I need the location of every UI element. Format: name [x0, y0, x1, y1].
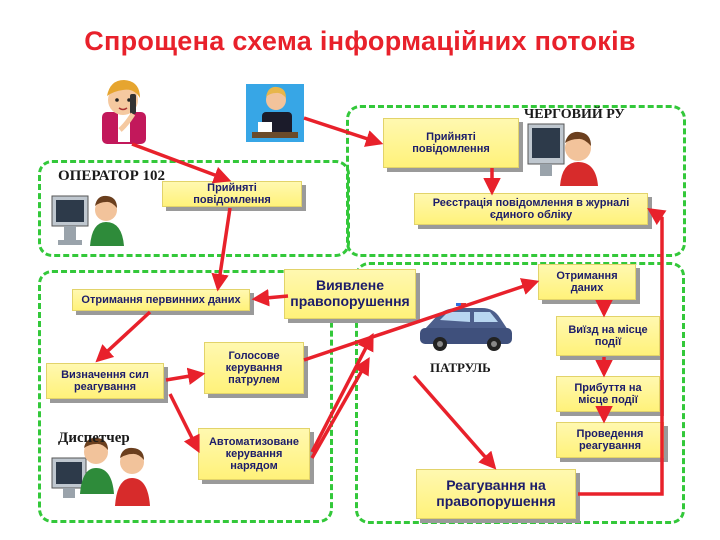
received-messages-duty-box: Прийняті повідомлення: [383, 118, 519, 168]
arrow-operator-to-primary-data: [211, 207, 232, 292]
departure-box: Виїзд на місце події: [556, 316, 660, 356]
arrow-forces-to-voice: [165, 367, 206, 385]
woman-on-phone-icon: [102, 80, 146, 144]
duty-officer-icon: [527, 123, 598, 186]
patrol-label: ПАТРУЛЬ: [430, 360, 491, 375]
operator-at-computer-icon: [51, 195, 124, 246]
arrow-auto-to-offense-mid: [310, 356, 370, 459]
forces-box: Визначення сил реагування: [46, 363, 164, 399]
duty-label: ЧЕРГОВИЙ РУ: [524, 107, 625, 122]
primary-data-box: Отримання первинних даних: [72, 289, 250, 311]
arrow-primary-data-to-forces: [95, 310, 152, 363]
page-title: Спрощена схема інформаційних потоків: [84, 26, 636, 56]
registration-box: Реєстрація повідомлення в журналі єдиног…: [414, 193, 648, 225]
dispatcher-at-computer-icon: [51, 437, 150, 506]
arrow-auto-to-offense-top: [310, 332, 374, 453]
voice-control-box: Голосове керування патрулем: [204, 342, 304, 394]
receiving-data-box: Отримання даних: [538, 264, 636, 300]
arrow-offense-to-primary-data: [251, 289, 289, 307]
police-car-icon: [420, 302, 512, 351]
detected-offense-box: Виявлене правопорушення: [284, 269, 416, 319]
dispatcher-region: [38, 270, 333, 523]
received-messages-operator-box: Прийняті повідомлення: [162, 181, 302, 207]
operator-label: ОПЕРАТОР 102: [58, 168, 165, 184]
arrow-forces-to-auto: [168, 393, 200, 454]
arrow-caller-to-operator: [131, 142, 232, 184]
dispatcher-label: Диспетчер: [58, 430, 130, 446]
arrow-response-loop-to-registration: [578, 208, 667, 496]
arrow-voice-to-receiving: [303, 278, 540, 362]
duty-region: [346, 105, 686, 257]
arrow-patrol-to-offense-response: [412, 374, 497, 470]
man-at-desk-icon: [246, 84, 304, 142]
patrol-region: [355, 262, 685, 524]
auto-control-box: Автоматизоване керування нарядом: [198, 428, 310, 480]
arrow-caller-to-duty: [303, 116, 384, 147]
